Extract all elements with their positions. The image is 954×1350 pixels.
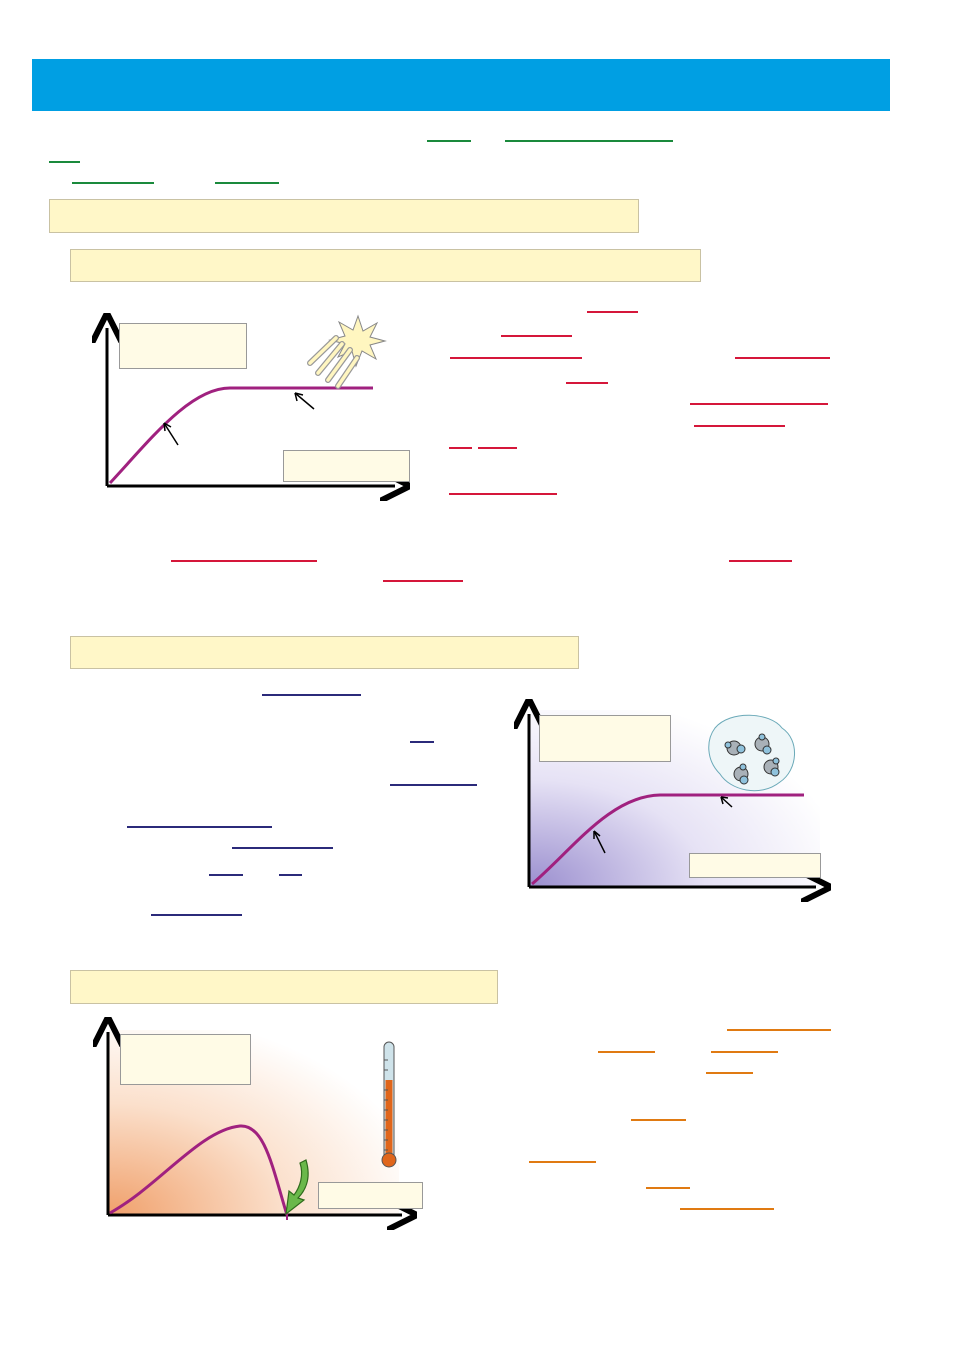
- light-blank[interactable]: [587, 311, 638, 313]
- intro-blank[interactable]: [427, 140, 471, 142]
- rate-curve: [108, 386, 373, 485]
- temp-blank[interactable]: [631, 1119, 686, 1121]
- temp-blank[interactable]: [646, 1187, 690, 1189]
- pointer-arrow: [294, 392, 315, 410]
- main-heading-box: [49, 199, 639, 233]
- y-axis-label-box: [119, 323, 247, 369]
- light-blank[interactable]: [383, 580, 463, 582]
- x-axis-label-box: [283, 450, 410, 482]
- co2-blank[interactable]: [279, 874, 302, 876]
- temp-blank[interactable]: [706, 1072, 753, 1074]
- light-blank[interactable]: [478, 447, 517, 449]
- intro-blank[interactable]: [49, 161, 80, 163]
- rate-curve: [531, 793, 804, 886]
- sun-icon: [307, 314, 387, 389]
- light-blank[interactable]: [690, 403, 828, 405]
- thermometer-icon: [381, 1041, 397, 1168]
- y-axis-label-box: [120, 1034, 251, 1085]
- rate-curve: [109, 1124, 289, 1216]
- intro-blank[interactable]: [215, 182, 279, 184]
- co2-heading-box: [70, 636, 579, 669]
- light-blank[interactable]: [735, 357, 830, 359]
- temp-blank[interactable]: [711, 1051, 778, 1053]
- molecules-icon: [708, 714, 795, 792]
- light-blank[interactable]: [729, 560, 792, 562]
- temp-blank[interactable]: [680, 1208, 774, 1210]
- light-intensity-heading-box: [70, 249, 701, 282]
- pointer-arrow: [163, 422, 179, 446]
- light-graph: [80, 300, 420, 500]
- y-axis-label-box: [539, 715, 671, 762]
- x-axis-label-box: [689, 853, 821, 878]
- light-blank[interactable]: [566, 382, 608, 384]
- x-axis-label-box: [318, 1182, 423, 1209]
- co2-blank[interactable]: [262, 694, 361, 696]
- pointer-arrow: [720, 796, 733, 808]
- light-blank[interactable]: [694, 425, 785, 427]
- co2-blank[interactable]: [209, 874, 243, 876]
- intro-blank[interactable]: [505, 140, 673, 142]
- co2-blank[interactable]: [410, 741, 434, 743]
- light-blank[interactable]: [449, 493, 557, 495]
- optimum-arrow-icon: [285, 1159, 309, 1216]
- co2-blank[interactable]: [151, 914, 242, 916]
- temp-blank[interactable]: [598, 1051, 655, 1053]
- temperature-heading-box: [70, 970, 498, 1004]
- light-blank[interactable]: [171, 560, 317, 562]
- light-blank[interactable]: [449, 447, 472, 449]
- co2-blank[interactable]: [390, 784, 477, 786]
- intro-blank[interactable]: [72, 182, 154, 184]
- temp-blank[interactable]: [727, 1029, 831, 1031]
- light-blank[interactable]: [450, 357, 582, 359]
- co2-blank[interactable]: [232, 847, 333, 849]
- light-blank[interactable]: [501, 335, 572, 337]
- pointer-arrow: [593, 830, 606, 854]
- title-banner: [32, 59, 890, 111]
- temp-blank[interactable]: [529, 1161, 596, 1163]
- co2-blank[interactable]: [127, 826, 272, 828]
